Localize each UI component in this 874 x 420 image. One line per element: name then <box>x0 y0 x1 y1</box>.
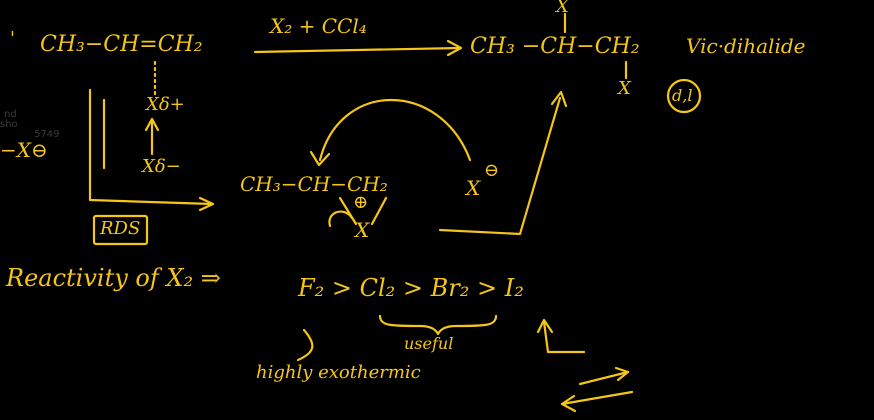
intermediate-carbocation: CH₃−CH−CH₂ <box>240 172 388 196</box>
product-bottom-halogen: X <box>618 78 631 99</box>
watermark-line-3: 5749 <box>34 129 60 140</box>
equilibrium-reverse-head <box>560 394 577 413</box>
reaction-arrow-head <box>446 39 463 57</box>
mechanism-path-head <box>198 196 215 212</box>
rds-label: RDS <box>100 218 141 239</box>
iodine-hook-head <box>536 318 554 334</box>
attack-curved-arrow <box>318 99 472 162</box>
product-top-halogen: X <box>556 0 569 17</box>
reactant-alkene: CH₃−CH=CH₂ <box>40 32 203 57</box>
equilibrium-forward <box>578 370 630 386</box>
bridging-halogen: X <box>355 218 370 242</box>
iodine-hook <box>542 320 586 354</box>
bridge-curl <box>328 210 354 228</box>
reagent-label: X₂ + CCl₄ <box>270 14 367 38</box>
reactivity-heading: Reactivity of X₂ ⇒ <box>6 264 221 292</box>
product-name-label: Vic·dihalide <box>686 34 806 58</box>
step-marker: ' <box>10 28 15 49</box>
stereo-badge: d,l <box>672 86 693 105</box>
halide-anion-left: −X⊖ <box>0 138 48 162</box>
equilibrium-reverse <box>560 390 634 406</box>
watermark-line-2: sho <box>0 119 18 130</box>
return-path <box>438 96 562 236</box>
stereo-circle <box>666 78 702 114</box>
bridge-left <box>338 196 358 226</box>
product-dihalide: CH₃ −CH−CH₂ <box>470 34 640 59</box>
return-path-head <box>550 90 568 108</box>
polarization-arrow-head <box>144 117 160 132</box>
reaction-arrow <box>253 46 462 54</box>
useful-brace <box>378 314 498 336</box>
attack-curved-arrow-head <box>309 150 331 167</box>
rds-box <box>92 214 149 246</box>
useful-label: useful <box>404 334 454 353</box>
attacking-anion: X <box>466 176 481 200</box>
watermark-line-1: nd <box>4 109 17 120</box>
reactivity-series: F₂ > Cl₂ > Br₂ > I₂ <box>298 274 524 302</box>
halogen-delta-positive: Xδ+ <box>146 94 185 115</box>
exothermic-pointer <box>296 328 314 362</box>
intermediate-positive-charge: ⊕ <box>353 192 369 213</box>
equilibrium-forward-head <box>614 366 630 382</box>
mechanism-path <box>88 88 214 206</box>
bridge-right <box>370 196 388 226</box>
attacking-anion-charge: ⊖ <box>484 160 500 181</box>
exothermic-label: highly exothermic <box>256 362 421 383</box>
halogen-delta-negative: Xδ− <box>142 156 181 177</box>
